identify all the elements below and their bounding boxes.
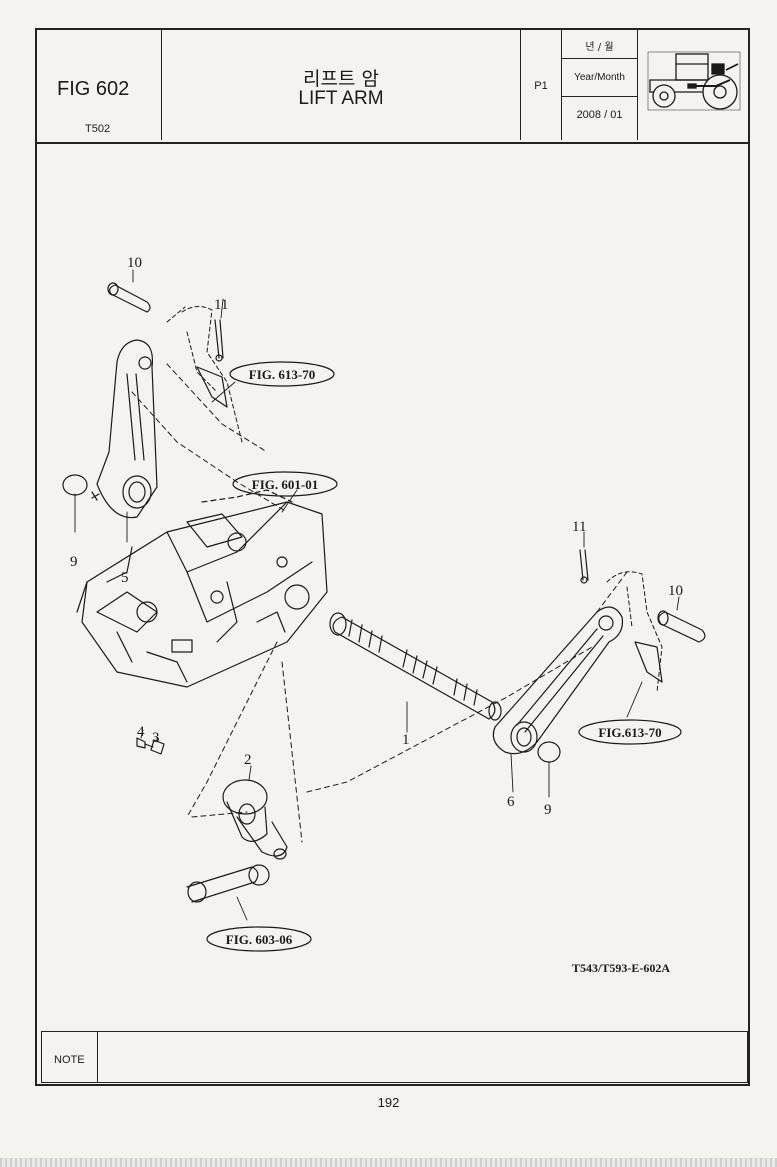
callout-label: FIG.613-70 [598,725,661,740]
callout-label: FIG. 603-06 [226,932,293,947]
part-number: 10 [668,583,683,599]
divider [562,58,637,59]
callout-label: FIG. 613-70 [249,367,315,382]
page-frame: FIG 602 T502 리프트 암 LIFT ARM P1 년 / 월 Yea… [35,28,750,1086]
cylinder-arm-2 [222,779,288,860]
part-number: 2 [244,752,252,768]
page-ref: P1 [534,80,548,92]
part-number: 5 [121,570,129,586]
part-number: 1 [402,732,410,748]
gear-case-housing [76,489,328,688]
callout-label: FIG. 601-01 [252,477,318,492]
callout-oval [206,926,312,952]
part-number: 6 [507,794,515,810]
exploded-view-diagram: 10 11 9 5 11 10 1 4 3 2 6 9 FIG. 613-70 … [62,255,706,975]
title-cell: 리프트 암 LIFT ARM [162,30,521,140]
year-month-cell: 년 / 월 Year/Month 2008 / 01 [562,30,638,140]
scan-edge [0,1158,777,1167]
washer-3 [150,739,165,755]
year-month-value: 2008 / 01 [576,109,623,121]
page-number: 192 [377,1095,400,1110]
lift-rod-right [606,571,663,693]
part-number: 9 [544,802,552,818]
cotter-pin-left [214,319,224,362]
pin-right [657,610,706,643]
snap-ring-right [537,741,561,763]
model-code: T502 [85,123,111,135]
part-number: 3 [152,730,160,746]
drawing-reference: T543/T593-E-602A [572,961,670,975]
note-row: NOTE [41,1031,748,1083]
callout-oval [578,719,682,745]
snap-ring-left [62,474,88,496]
callout-oval [232,471,338,497]
tractor-cell [638,30,748,140]
left-lift-arm [91,339,158,519]
lift-rod-joint-right [634,641,663,683]
lift-rod-left [166,306,243,443]
lift-rod-joint [196,366,228,408]
right-lift-arm [492,606,624,755]
part-number: 4 [137,724,145,740]
part-number: 10 [127,255,142,271]
callout-oval [229,361,335,387]
cotter-pin-right [579,549,589,584]
leader-lines [74,269,680,921]
cylinder-rod [186,864,270,903]
year-month-label: Year/Month [574,72,625,83]
part-number: 11 [214,297,228,313]
tractor-icon [647,51,741,111]
alignment-lines [131,363,628,843]
lift-shaft [329,612,502,721]
fig-cell: FIG 602 T502 [37,30,162,140]
title-english: LIFT ARM [298,88,384,109]
year-month-korean: 년 / 월 [585,42,614,53]
fig-number: FIG 602 [57,78,130,100]
note-label: NOTE [54,1054,85,1066]
part-number: 11 [572,519,586,535]
divider [97,1032,98,1082]
title-korean: 리프트 암 [303,68,379,90]
pin-left [107,282,151,313]
page-ref-cell: P1 [521,30,562,140]
title-block: FIG 602 T502 리프트 암 LIFT ARM P1 년 / 월 Yea… [37,30,748,144]
part-number: 9 [70,554,78,570]
divider [562,96,637,97]
